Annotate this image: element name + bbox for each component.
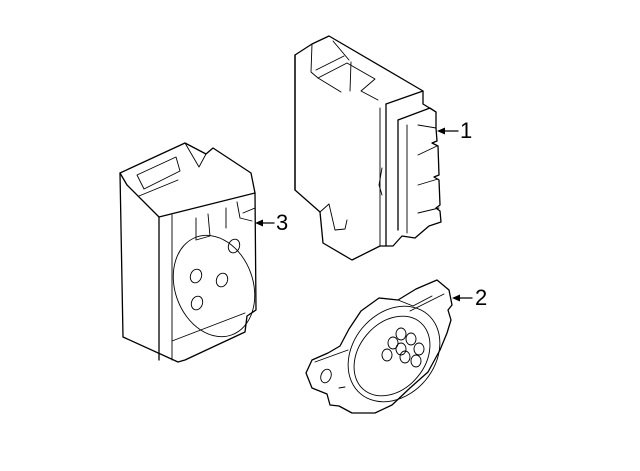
- callout-label-3: 3: [276, 210, 289, 235]
- part-1-control-module: [294, 35, 442, 261]
- callout-leader-1: [437, 127, 459, 135]
- part-3-box-module: [119, 142, 257, 363]
- callout-label-1: 1: [460, 118, 473, 143]
- callout-leader-3: [255, 219, 275, 227]
- callout-leader-2: [452, 294, 473, 302]
- part-2-connector-socket: [305, 279, 453, 414]
- callout-label-2: 2: [475, 285, 488, 310]
